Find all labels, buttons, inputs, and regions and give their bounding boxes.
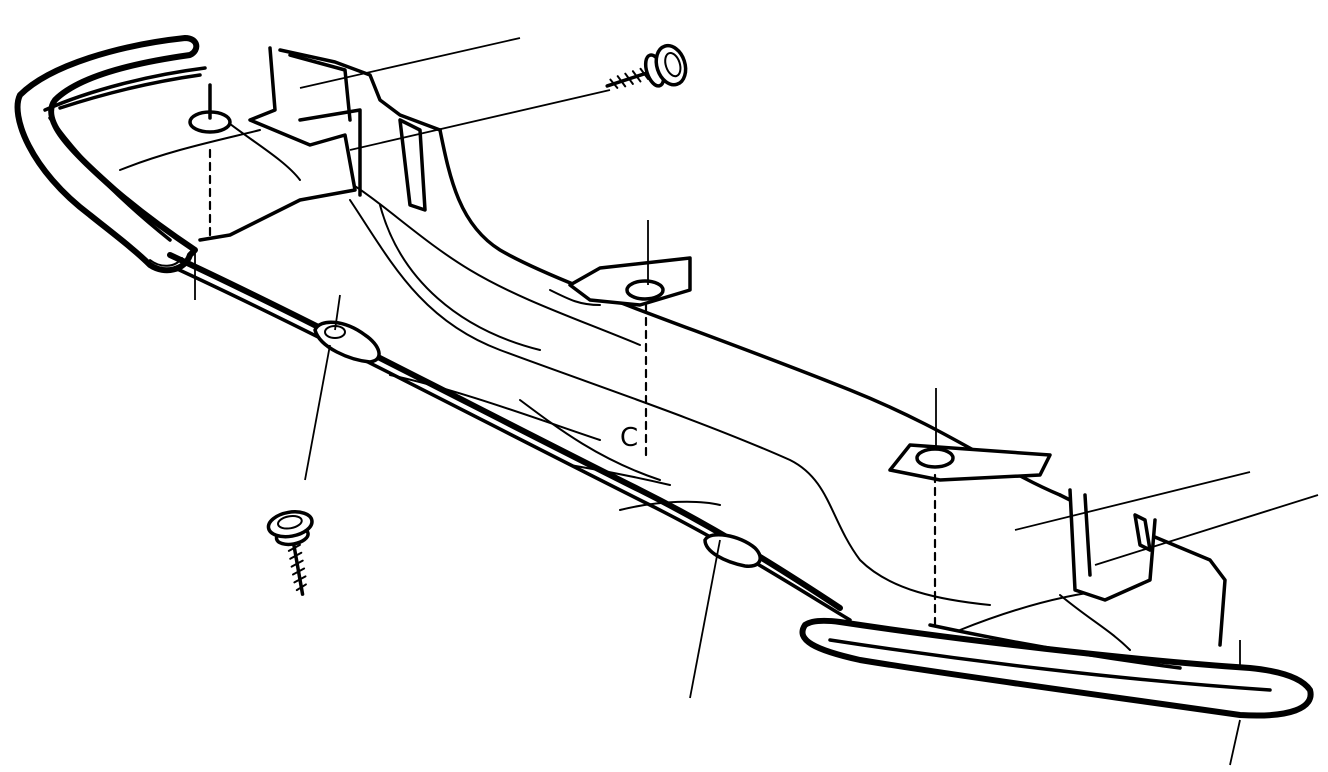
center-mark-label: C [620, 423, 638, 453]
screw-bottom [266, 510, 314, 596]
center-pad-right [888, 443, 1052, 482]
screw-top [605, 43, 688, 89]
flanged-screw-icon [266, 510, 314, 596]
leader-line [1014, 471, 1251, 531]
right-end-cap [799, 617, 1314, 719]
center-pad-top [549, 256, 692, 307]
lower-center-tab [703, 532, 762, 568]
leader-lines [194, 37, 1319, 766]
leader-line [299, 37, 521, 89]
leader-line [1094, 494, 1319, 566]
lower-left-tab [313, 320, 381, 364]
leader-line [304, 344, 331, 481]
left-bracket [119, 46, 427, 242]
flanged-screw-icon [605, 43, 688, 89]
leader-line [689, 539, 721, 699]
leader-line [334, 294, 341, 331]
right-bracket [1059, 488, 1157, 651]
leader-line [1229, 719, 1241, 766]
bumper-body [48, 48, 1227, 670]
leader-line [349, 89, 611, 151]
left-end-cap [14, 35, 207, 274]
fastener-axes [208, 148, 937, 627]
